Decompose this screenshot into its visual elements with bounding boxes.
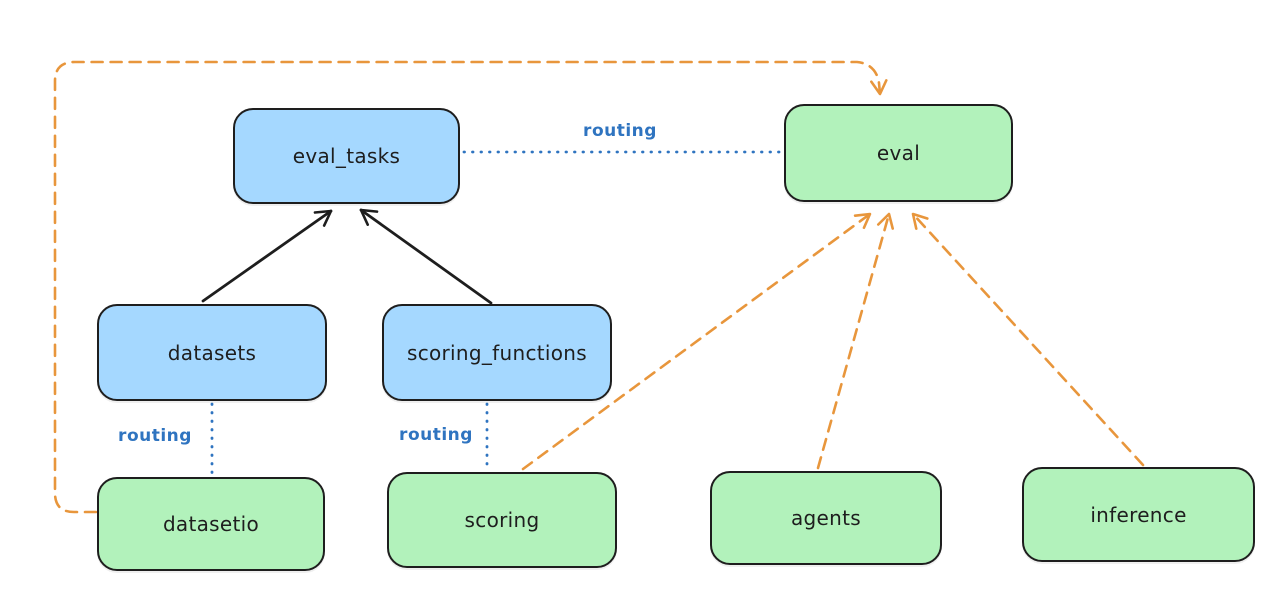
- node-eval-label: eval: [876, 141, 921, 165]
- node-scoring-functions-label: scoring_functions: [406, 340, 588, 365]
- node-datasets-label: datasets: [167, 340, 257, 365]
- node-eval-tasks[interactable]: eval_tasks: [233, 108, 460, 204]
- node-datasetio[interactable]: datasetio: [97, 477, 325, 571]
- edge-agents-to-eval-dashed-arrow: [816, 212, 895, 470]
- edge-scoring-functions-to-eval-tasks-arrow: [359, 208, 493, 305]
- routing-label-eval-tasks-eval: routing: [583, 121, 657, 141]
- edge-datasetio-to-eval-dashed-loop-arrow: [53, 60, 888, 514]
- node-eval-tasks-label: eval_tasks: [292, 144, 401, 168]
- edge-inference-to-eval-dashed-arrow: [911, 212, 1145, 467]
- node-agents-label: agents: [791, 506, 861, 530]
- node-agents[interactable]: agents: [710, 471, 942, 565]
- routing-label-scoring-functions-scoring: routing: [399, 425, 473, 445]
- edge-scoring-to-eval-dashed-arrow: [521, 212, 872, 471]
- node-scoring[interactable]: scoring: [387, 472, 617, 568]
- node-eval[interactable]: eval: [784, 104, 1013, 202]
- node-scoring-functions[interactable]: scoring_functions: [382, 304, 612, 401]
- edge-datasets-to-eval-tasks-arrow: [201, 209, 333, 303]
- node-datasetio-label: datasetio: [162, 512, 260, 536]
- node-inference-label: inference: [1090, 502, 1187, 527]
- routing-label-datasets-datasetio: routing: [118, 426, 192, 446]
- node-inference[interactable]: inference: [1022, 467, 1255, 562]
- node-datasets[interactable]: datasets: [97, 304, 327, 401]
- node-scoring-label: scoring: [464, 508, 540, 532]
